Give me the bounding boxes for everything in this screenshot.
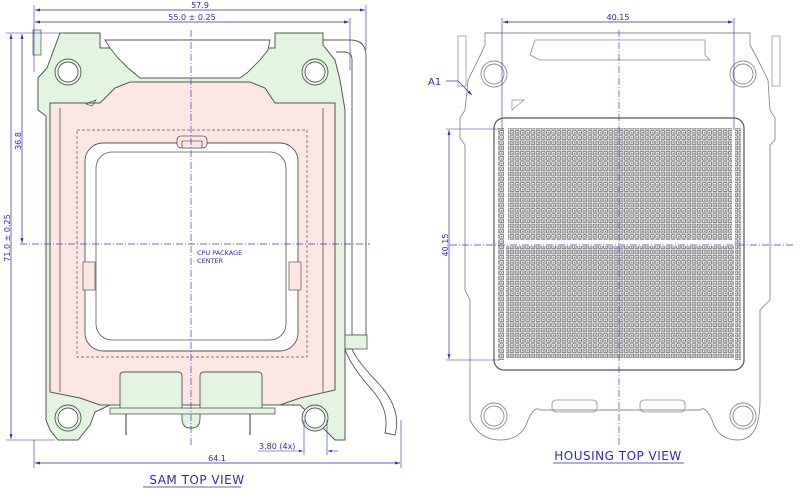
dim-contact-height: 40.15 — [441, 128, 500, 361]
dim-total-width-with-lever: 64.1 — [33, 420, 402, 468]
dim-hole-diameter: 3.80 (4x) — [258, 420, 338, 455]
dim-hole-to-center: 36.8 — [14, 34, 24, 243]
svg-text:64.1: 64.1 — [208, 454, 226, 463]
housing-mount-hole-tr — [729, 60, 757, 88]
contact-array-top — [508, 128, 732, 240]
svg-text:71.0 ± 0.25: 71.0 ± 0.25 — [3, 214, 12, 261]
sam-top-view: 57.9 55.0 ± 0.25 71.0 ± 0.25 36.8 64.1 — [3, 1, 402, 488]
dim-overall-width: 57.9 — [33, 1, 367, 72]
sam-mount-hole-tl — [54, 58, 82, 86]
sam-mount-hole-bl — [54, 404, 82, 432]
pin1-callout: A1 — [428, 77, 473, 96]
dim-overall-height: 71.0 ± 0.25 — [3, 32, 60, 441]
housing-mount-hole-bl — [480, 402, 508, 430]
svg-text:36.8: 36.8 — [14, 132, 23, 150]
dim-frame-width: 55.0 ± 0.25 — [35, 13, 351, 70]
sam-mount-hole-br — [301, 404, 329, 432]
svg-text:40.15: 40.15 — [441, 234, 450, 257]
contact-array-bottom — [506, 246, 734, 358]
cpu-package-center-label-1: CPU PACKAGE — [197, 249, 242, 257]
housing-top-view-title: HOUSING TOP VIEW — [554, 449, 682, 463]
cpu-package-center-label-2: CENTER — [197, 257, 224, 265]
sam-top-view-title: SAM TOP VIEW — [149, 473, 244, 487]
housing-mount-hole-br — [729, 402, 757, 430]
svg-text:57.9: 57.9 — [191, 1, 209, 10]
svg-text:A1: A1 — [428, 77, 441, 88]
svg-text:55.0 ± 0.25: 55.0 ± 0.25 — [168, 13, 215, 22]
sam-mount-hole-tr — [301, 58, 329, 86]
housing-mount-hole-tl — [480, 60, 508, 88]
housing-top-view: 40.15 40.15 A1 HOUSING TOP VIEW — [428, 13, 795, 464]
dim-contact-width: 40.15 — [501, 13, 735, 130]
svg-text:3.80 (4x): 3.80 (4x) — [259, 442, 295, 451]
svg-text:40.15: 40.15 — [607, 13, 630, 22]
